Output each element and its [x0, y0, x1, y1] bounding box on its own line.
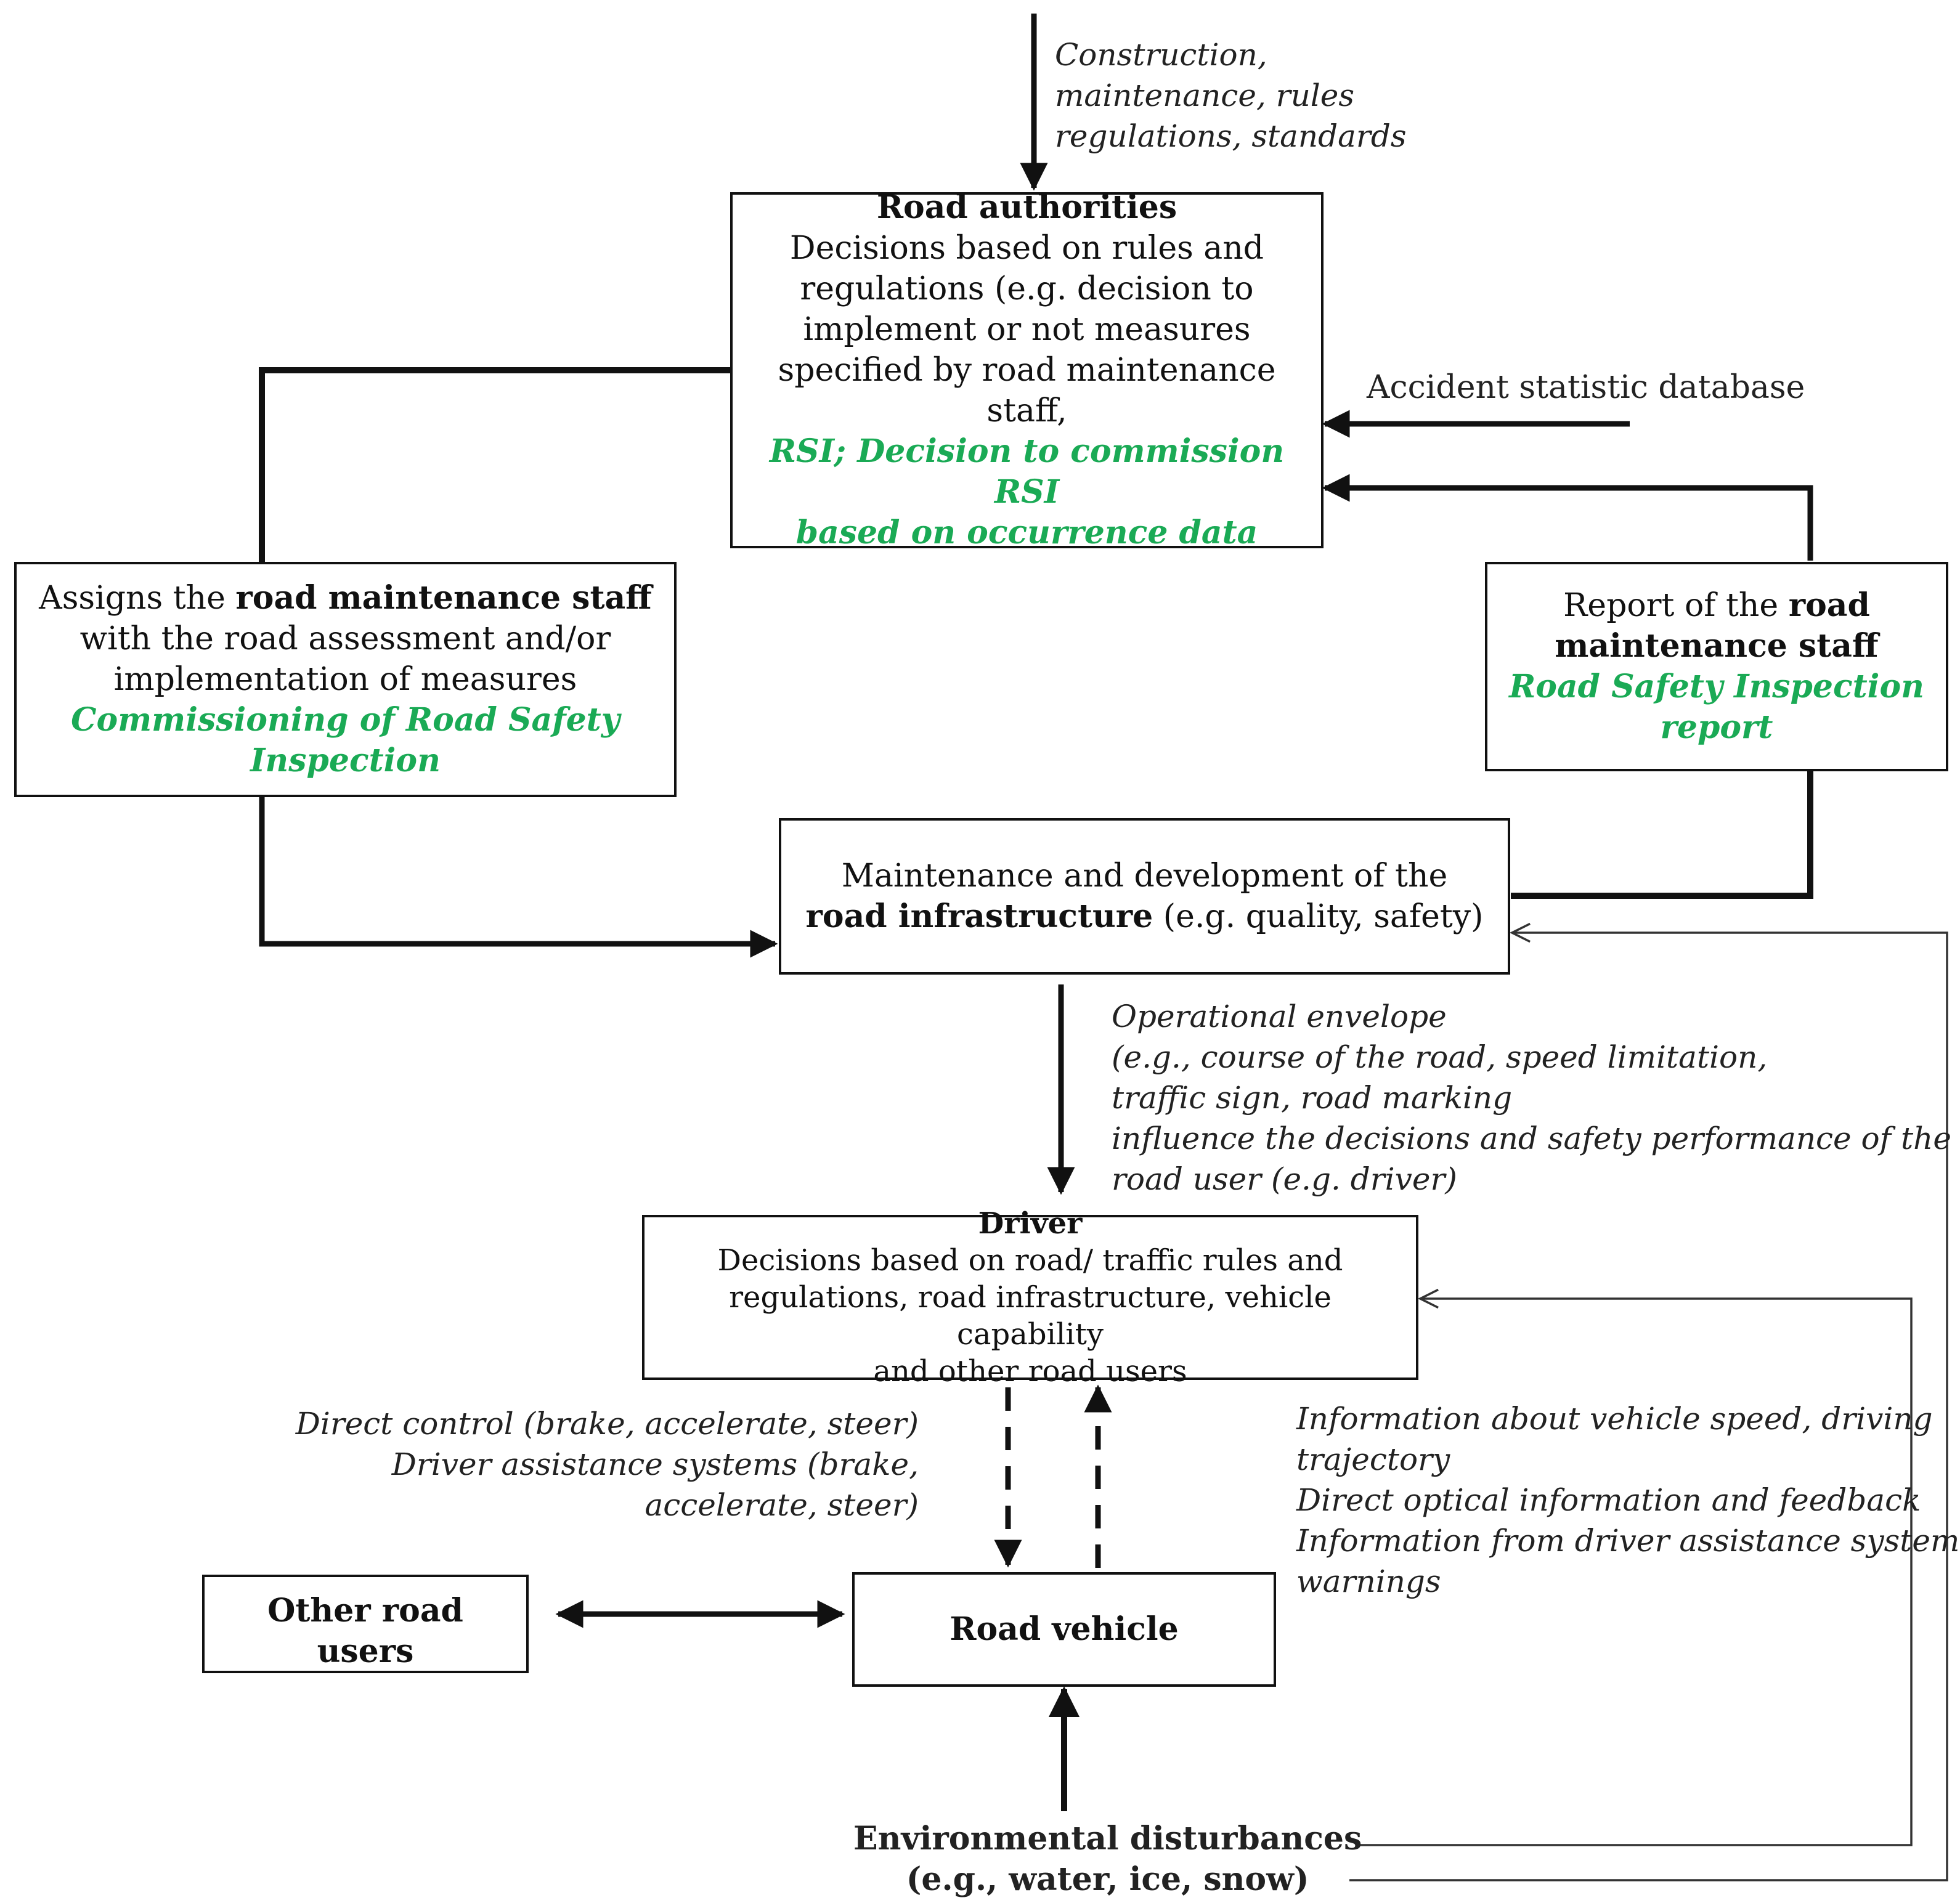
road-authorities-box: Road authorities Decisions based on rule…: [730, 189, 1324, 551]
other-road-users-box: Other road users: [202, 1575, 529, 1673]
road-authorities-line: regulations (e.g. decision to: [800, 270, 1254, 307]
report-rsi-line: Road Safety Inspection: [1509, 668, 1924, 705]
driver-box: Driver Decisions based on road/ traffic …: [642, 1206, 1418, 1389]
direct-control-note: Direct control (brake, accelerate, steer…: [296, 1403, 919, 1525]
environmental-disturbances-label: Environmental disturbances (e.g., water,…: [853, 1819, 1362, 1900]
line-infrastructure-to-report: [1511, 770, 1813, 899]
report-line-1-text: Report of the: [1563, 587, 1789, 624]
feedback-note-line: Information about vehicle speed, driving: [1296, 1401, 1933, 1437]
envelope-note-line: Operational envelope: [1112, 999, 1447, 1034]
feedback-note-line: Information from driver assistance syste…: [1296, 1523, 1960, 1559]
road-authorities-rsi-line: RSI; Decision to commission RSI: [769, 432, 1285, 511]
report-rsi-line: report: [1660, 708, 1773, 746]
infrastructure-line-2-bold: road infrastructure: [805, 898, 1153, 935]
assigns-rsi-line: Commissioning of Road Safety: [71, 701, 620, 739]
driver-line: regulations, road infrastructure, vehicl…: [729, 1280, 1332, 1352]
input-note-line: regulations, standards: [1055, 118, 1407, 154]
assigns-rsi-line: Inspection: [250, 742, 441, 779]
road-vehicle-box: Road vehicle: [852, 1572, 1276, 1687]
assigns-maintenance-staff-box: Assigns the road maintenance staff with …: [14, 562, 677, 797]
envelope-note-line: (e.g., course of the road, speed limitat…: [1112, 1039, 1768, 1075]
assigns-line-2: with the road assessment and/or: [79, 620, 611, 657]
feedback-note-line: trajectory: [1296, 1442, 1450, 1477]
operational-envelope-note: Operational envelope (e.g., course of th…: [1112, 996, 1951, 1199]
control-note-line: Driver assistance systems (brake,: [391, 1447, 919, 1482]
driver-line: Decisions based on road/ traffic rules a…: [717, 1243, 1343, 1278]
assigns-line-3: implementation of measures: [113, 661, 577, 698]
report-line-1: Report of the road: [1563, 585, 1870, 626]
other-road-users-label: Other road users: [267, 1592, 463, 1670]
road-authorities-title: Road authorities: [876, 189, 1177, 226]
line-environment-to-infrastructure: [1349, 933, 1948, 1881]
road-vehicle-label: Road vehicle: [950, 1610, 1179, 1648]
envelope-note-line: influence the decisions and safety perfo…: [1112, 1121, 1951, 1156]
road-infrastructure-box: Maintenance and development of the road …: [779, 818, 1510, 975]
road-authorities-rsi-line: based on occurrence data: [795, 514, 1258, 551]
assigns-line-1-text: Assigns the: [39, 580, 236, 617]
control-note-line: Direct control (brake, accelerate, steer…: [295, 1406, 919, 1442]
line-environment-to-driver: [1360, 1299, 1913, 1846]
input-note: Construction, maintenance, rules regulat…: [1055, 34, 1406, 156]
envelope-note-line: road user (e.g. driver): [1112, 1161, 1457, 1197]
driver-line: and other road users: [873, 1354, 1187, 1389]
infrastructure-line-2-text: (e.g. quality, safety): [1153, 898, 1484, 935]
report-line-2: maintenance staff: [1555, 627, 1879, 665]
assigns-line-1: Assigns the road maintenance staff: [39, 578, 652, 619]
road-authorities-line: staff,: [986, 392, 1067, 429]
report-line-1-bold: road: [1788, 586, 1870, 624]
accident-database-label: Accident statistic database: [1367, 369, 1805, 406]
driver-title: Driver: [978, 1206, 1083, 1241]
arrow-assigns-to-infrastructure: [259, 797, 778, 958]
infrastructure-line-1: Maintenance and development of the: [841, 858, 1448, 895]
control-note-line: accelerate, steer): [645, 1487, 919, 1523]
infrastructure-line-2: road infrastructure (e.g. quality, safet…: [806, 896, 1484, 937]
envelope-note-line: traffic sign, road marking: [1112, 1080, 1513, 1116]
report-maintenance-staff-box: Report of the road maintenance staff Roa…: [1485, 562, 1948, 771]
vehicle-feedback-note: Information about vehicle speed, driving…: [1296, 1398, 1960, 1602]
assigns-line-1-bold: road maintenance staff: [235, 579, 652, 617]
input-note-line: maintenance, rules: [1055, 78, 1355, 113]
line-authorities-to-assigns: [259, 367, 731, 562]
arrow-report-to-authorities: [1322, 474, 1813, 561]
road-authorities-line: specified by road maintenance: [778, 352, 1276, 389]
environment-line: (e.g., water, ice, snow): [906, 1860, 1309, 1898]
environment-line: Environmental disturbances: [853, 1820, 1362, 1857]
feedback-note-line: Direct optical information and feedback: [1296, 1482, 1921, 1518]
road-authorities-line: Decisions based on rules and: [789, 230, 1264, 267]
feedback-note-line: warnings: [1296, 1564, 1441, 1599]
road-authorities-line: implement or not measures: [803, 311, 1251, 348]
input-note-line: Construction,: [1055, 37, 1267, 73]
